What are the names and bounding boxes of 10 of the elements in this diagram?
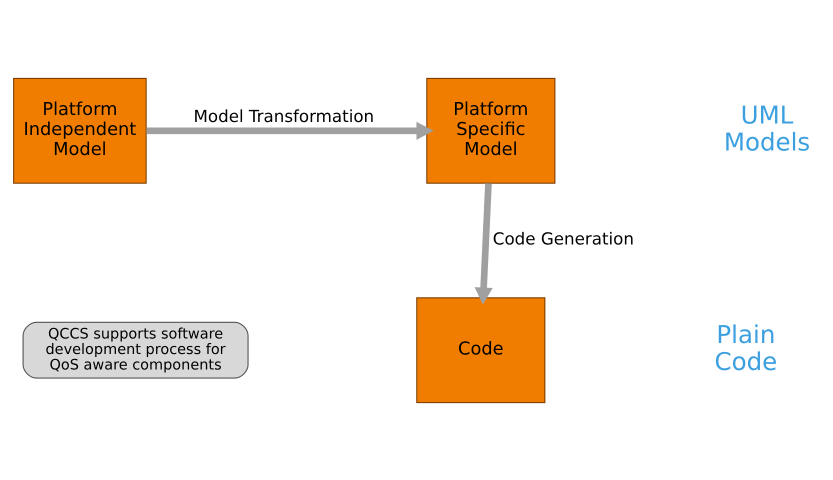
arrow bbox=[146, 121, 434, 140]
arrow bbox=[474, 182, 493, 304]
label: UML Models bbox=[724, 100, 810, 156]
node-box: Platform Specific Model bbox=[426, 77, 556, 184]
edge-label: Code Generation bbox=[492, 228, 634, 248]
node-box: Code bbox=[416, 296, 546, 403]
node-box: QCCS supports software development process for QoS aware components bbox=[22, 321, 249, 378]
node-box: Platform Independent Model bbox=[13, 77, 147, 184]
label: Plain Code bbox=[714, 320, 778, 376]
edge-label: Model Transformation bbox=[194, 105, 374, 126]
